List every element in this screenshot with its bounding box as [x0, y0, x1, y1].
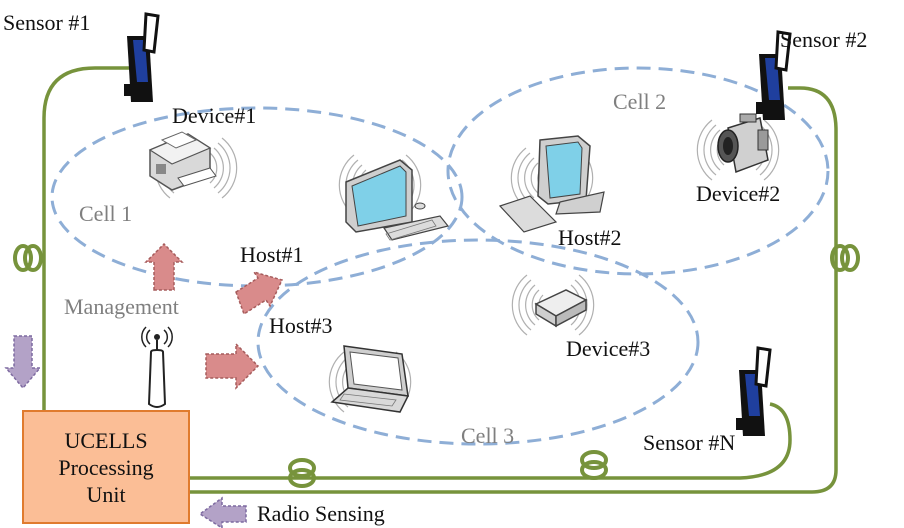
device-3-label: Device#3: [566, 336, 651, 361]
management-label: Management: [64, 294, 179, 319]
host-3-label: Host#3: [269, 313, 333, 338]
antenna-icon: [141, 326, 173, 408]
device-1-label: Device#1: [172, 103, 257, 128]
processing-unit-line-1: UCELLS: [64, 427, 148, 453]
fiber-coil-icon: [580, 450, 608, 480]
radio-sensing-legend-label: Radio Sensing: [257, 501, 385, 526]
sensor-2-label: Sensor #2: [780, 27, 868, 52]
desktop-computer-icon: [345, 159, 450, 241]
sensor-icon: [734, 346, 772, 438]
management-arrows: [144, 242, 284, 390]
fiber-coil-icon: [288, 458, 316, 488]
cell-3-label: Cell 3: [461, 423, 515, 448]
cell-2-label: Cell 2: [613, 89, 667, 114]
cell-1-label: Cell 1: [79, 201, 133, 226]
processing-unit-line-3: Unit: [86, 481, 126, 507]
modem-icon: [534, 289, 588, 328]
fiber-ring: [42, 66, 838, 494]
host-1-label: Host#1: [240, 242, 304, 267]
cell-3-boundary: [256, 238, 700, 446]
cell-2-boundary: [446, 66, 830, 276]
camcorder-icon: [717, 113, 769, 174]
fiber-coil-icon: [13, 244, 43, 272]
laptop-icon: [330, 345, 410, 413]
sensor-icon: [122, 12, 160, 104]
desktop-computer-icon: [498, 135, 605, 233]
radio-sensing-arrows: [4, 335, 247, 528]
cell-1-boundary: [50, 106, 464, 288]
sensor-1-label: Sensor #1: [3, 10, 91, 35]
ucells-processing-unit: UCELLS Processing Unit: [22, 410, 190, 524]
host-2-label: Host#2: [558, 225, 622, 250]
sensor-n-label: Sensor #N: [643, 430, 736, 455]
printer-icon: [148, 131, 217, 191]
processing-unit-line-2: Processing: [58, 454, 154, 480]
device-2-label: Device#2: [696, 181, 781, 206]
